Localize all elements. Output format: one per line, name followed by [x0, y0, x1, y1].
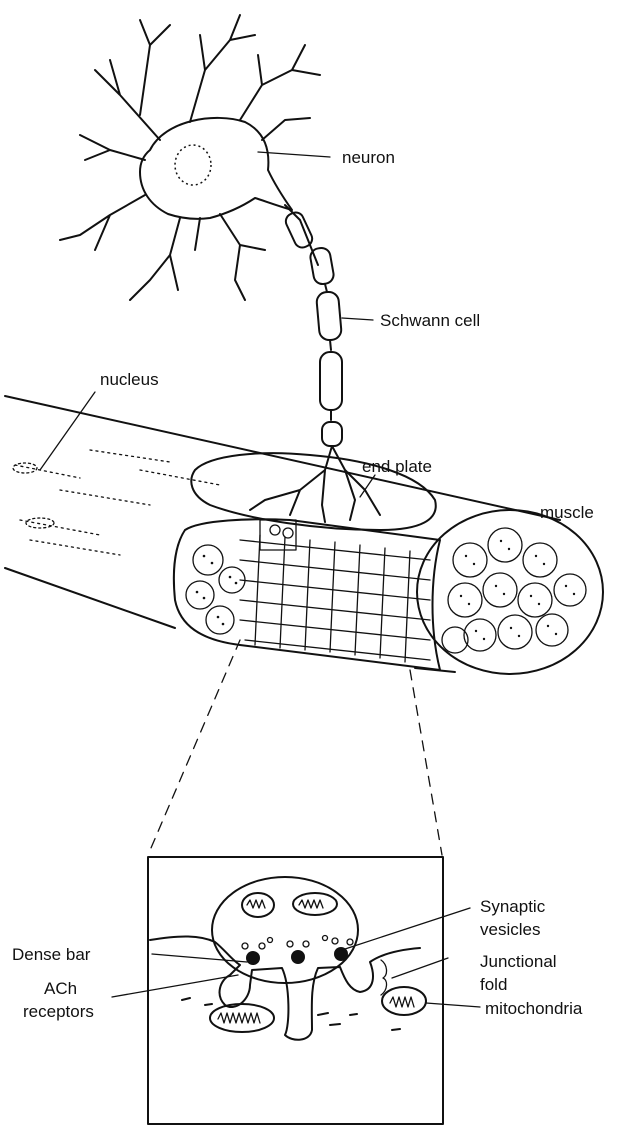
zoom-guide-left	[148, 640, 240, 855]
svg-text:end plate: end plate	[362, 457, 432, 476]
schwann-cell-2	[309, 247, 335, 286]
svg-text:mitochondria: mitochondria	[485, 999, 583, 1018]
label-dense-bar: Dense bar	[12, 945, 247, 964]
label-junctional-fold: Junctional fold	[392, 952, 557, 994]
muscle-nuclei	[13, 450, 220, 555]
zoom-guide-right	[410, 670, 442, 855]
neuron-nucleus	[175, 145, 211, 185]
svg-text:muscle: muscle	[540, 503, 594, 522]
striations	[240, 535, 430, 662]
label-mitochondria: mitochondria	[426, 999, 583, 1018]
svg-text:neuron: neuron	[342, 148, 395, 167]
muscle-fiber	[5, 396, 603, 674]
svg-text:Dense bar: Dense bar	[12, 945, 91, 964]
schwann-cell-4	[320, 352, 342, 410]
label-nucleus: nucleus	[40, 370, 159, 470]
svg-text:nucleus: nucleus	[100, 370, 159, 389]
neuron-cell	[60, 15, 320, 300]
presynaptic-mitochondria	[242, 893, 337, 917]
schwann-cell-3	[316, 291, 342, 341]
svg-text:fold: fold	[480, 975, 507, 994]
myofibril-ends-left	[186, 545, 245, 634]
axon	[283, 205, 342, 446]
svg-text:Synaptic: Synaptic	[480, 897, 546, 916]
label-neuron: neuron	[258, 148, 395, 167]
svg-text:vesicles: vesicles	[480, 920, 540, 939]
label-schwann-cell: Schwann cell	[342, 311, 480, 330]
schwann-cell-5	[322, 422, 342, 446]
myofibril-ends-right	[442, 528, 586, 653]
label-muscle: muscle	[540, 503, 594, 522]
svg-text:Schwann cell: Schwann cell	[380, 311, 480, 330]
label-ach-receptors: ACh receptors	[23, 975, 238, 1021]
postsynaptic-mitochondria	[210, 987, 426, 1032]
synapse-inset	[148, 857, 443, 1124]
svg-text:Junctional: Junctional	[480, 952, 557, 971]
schwann-cell-1	[283, 210, 315, 250]
svg-text:receptors: receptors	[23, 1002, 94, 1021]
synaptic-vesicles	[242, 936, 353, 966]
svg-text:ACh: ACh	[44, 979, 77, 998]
